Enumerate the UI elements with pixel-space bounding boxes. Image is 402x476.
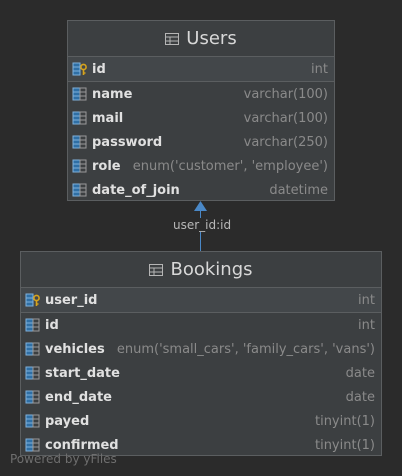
column-type: enum('small_cars', 'family_cars', 'vans'… <box>116 341 375 357</box>
table-icon <box>149 263 164 276</box>
table-row[interactable]: end_date date <box>21 385 381 409</box>
column-name: payed <box>45 413 90 429</box>
column-name: date_of_join <box>92 182 180 198</box>
column-name: vehicles <box>45 341 105 357</box>
relationship-label: user_id:id <box>172 218 233 232</box>
table-row[interactable]: user_id int <box>21 288 381 312</box>
column-icon <box>25 342 40 356</box>
column-icon <box>72 159 87 173</box>
column-type: int <box>358 317 375 333</box>
bookings-entity-header[interactable]: Bookings <box>21 252 381 288</box>
column-icon <box>72 87 87 101</box>
table-row[interactable]: start_date date <box>21 361 381 385</box>
column-type: tinyint(1) <box>314 413 375 429</box>
column-type: varchar(250) <box>243 134 328 150</box>
table-row[interactable]: id int <box>68 57 334 81</box>
table-row[interactable]: password varchar(250) <box>68 130 334 154</box>
column-icon <box>25 438 40 452</box>
column-icon <box>25 390 40 404</box>
column-icon <box>25 414 40 428</box>
table-row[interactable]: mail varchar(100) <box>68 106 334 130</box>
column-icon <box>72 111 87 125</box>
users-pk-section: id int <box>68 57 334 82</box>
column-type: varchar(100) <box>243 86 328 102</box>
column-name: password <box>92 134 163 150</box>
column-icon <box>25 318 40 332</box>
users-entity-header[interactable]: Users <box>68 21 334 57</box>
column-name: user_id <box>45 292 98 308</box>
column-name: confirmed <box>45 437 119 453</box>
column-type: varchar(100) <box>243 110 328 126</box>
bookings-pk-section: user_id int <box>21 288 381 313</box>
column-type: date <box>345 365 375 381</box>
column-type: int <box>311 61 328 77</box>
table-icon <box>165 32 180 45</box>
bookings-columns: id int vehicles enum('small_cars', 'fami… <box>21 313 381 457</box>
table-row[interactable]: date_of_join datetime <box>68 178 334 202</box>
column-icon <box>72 135 87 149</box>
column-type: enum('customer', 'employee') <box>132 158 328 174</box>
table-row[interactable]: payed tinyint(1) <box>21 409 381 433</box>
users-entity-title: Users <box>186 28 237 49</box>
column-name: start_date <box>45 365 120 381</box>
column-type: date <box>345 389 375 405</box>
column-type: tinyint(1) <box>314 437 375 453</box>
column-name: id <box>92 61 106 77</box>
table-row[interactable]: id int <box>21 313 381 337</box>
column-name: role <box>92 158 121 174</box>
column-name: mail <box>92 110 124 126</box>
column-type: int <box>358 292 375 308</box>
arrow-up-icon <box>194 201 207 211</box>
bookings-entity[interactable]: Bookings user_id int <box>20 251 382 456</box>
primary-key-column-icon <box>72 62 87 76</box>
primary-foreign-key-column-icon <box>25 293 40 307</box>
column-name: id <box>45 317 59 333</box>
column-icon <box>25 366 40 380</box>
table-row[interactable]: role enum('customer', 'employee') <box>68 154 334 178</box>
table-row[interactable]: name varchar(100) <box>68 82 334 106</box>
column-name: end_date <box>45 389 112 405</box>
table-row[interactable]: vehicles enum('small_cars', 'family_cars… <box>21 337 381 361</box>
column-name: name <box>92 86 133 102</box>
column-icon <box>72 183 87 197</box>
column-type: datetime <box>269 182 328 198</box>
watermark-text: Powered by yFiles <box>10 452 117 466</box>
users-entity[interactable]: Users id int name <box>67 20 335 201</box>
table-row[interactable]: confirmed tinyint(1) <box>21 433 381 457</box>
bookings-entity-title: Bookings <box>170 259 253 280</box>
users-columns: name varchar(100) mail varchar(100) <box>68 82 334 202</box>
